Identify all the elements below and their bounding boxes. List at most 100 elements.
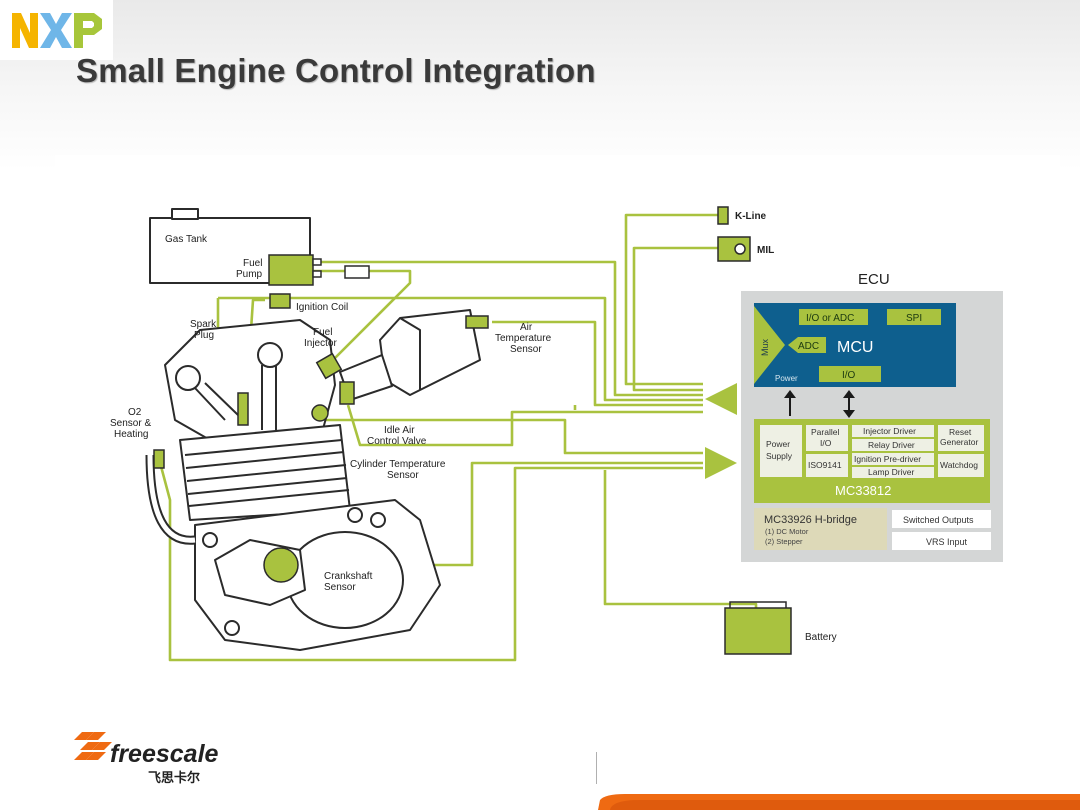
reset-generator-label-1: Reset [949,427,972,437]
injector-driver-label: Injector Driver [863,426,916,436]
label-fuel-pump-2: Pump [236,269,263,280]
air-box-edge [399,317,421,390]
valves [194,365,277,430]
label-fuel-injector-1: Fuel [313,327,332,338]
mcu-mc33812-arrows [784,390,855,418]
mcu-power-label: Power [775,374,798,383]
label-gas-tank: Gas Tank [165,234,208,245]
wire-battery [603,470,758,608]
wire-o2 [156,454,703,662]
label-crankshaft-2: Sensor [324,582,356,593]
mcu-io-box [819,366,881,382]
crankshaft-sensor [263,547,299,583]
wire-k-line [624,213,718,386]
freescale-wordmark: freescale [110,740,219,768]
power-supply-label-2: Supply [766,451,793,461]
mc33812-label: MC33812 [835,483,891,498]
o2-sensor [153,449,165,469]
lamp-driver-label: Lamp Driver [868,467,914,477]
ecu-input-arrow-upper [705,383,737,415]
battery-body [724,607,792,655]
vrs-input-label: VRS Input [926,537,968,547]
engine-components [153,254,489,583]
parallel-io-cell [806,425,848,451]
label-o2-1: O2 [128,407,142,418]
label-o2-3: Heating [114,429,148,440]
mux-label: Mux [760,338,770,356]
exhaust-pipe-inner [147,454,196,543]
ecu-title: ECU [858,271,890,288]
label-cyl-temp-1: Cylinder Temperature [350,459,446,470]
label-air-temp-1: Air [520,322,533,333]
io-arrow-head-up [843,390,855,398]
ignition-predriver-label: Ignition Pre-driver [854,454,921,464]
io-adc-box [799,309,868,325]
switched-outputs-label: Switched Outputs [903,515,974,525]
power-supply-label-1: Power [766,439,790,449]
parallel-io-label-1: Parallel [811,427,839,437]
io-adc-label: I/O or ADC [806,313,854,324]
fuel-pump-port-1 [312,258,322,266]
hbridge-stepper: (2) Stepper [765,537,803,546]
idle-air-valve [339,381,355,405]
hbridge-dc-motor: (1) DC Motor [765,527,809,536]
freescale-chevrons [74,732,112,760]
label-fuel-injector-2: Injector [304,338,337,349]
bolt-4 [370,512,386,528]
label-cyl-temp-2: Sensor [387,470,419,481]
spi-box [887,309,941,325]
mc33812-cells [760,425,984,478]
engine-illustration [145,208,481,651]
fuel-pump-port-2 [312,270,322,278]
label-o2-2: Sensor & [110,418,151,429]
battery-top [729,601,787,608]
ecu-input-arrow-lower [705,447,737,479]
mil-lamp-bulb [734,243,746,255]
wire-fuel-pump [320,260,703,397]
spark-plug [237,392,249,426]
bolt-1 [202,532,218,548]
mc33812-labels: Power Supply Parallel I/O ISO9141 Inject… [766,426,978,477]
rocker-left [175,365,201,391]
hbridge-block [754,508,887,550]
label-air-temp-3: Sensor [510,344,542,355]
label-spark-plug-1: Spark [190,319,217,330]
watchdog-cell [938,454,984,477]
iso9141-label: ISO9141 [808,460,842,470]
nxp-logo-mark [12,13,102,48]
wire-air-temp [492,320,703,407]
fuel-injector [315,352,343,380]
label-battery: Battery [805,632,837,643]
fuel-pump [268,254,314,286]
mux-triangle [754,306,785,384]
vrs-input-box [892,532,991,550]
mcu-io-label: I/O [842,370,856,381]
reset-generator-cell [938,425,984,451]
power-arrow-head [784,390,796,398]
air-box [379,309,481,396]
cylinder-temp-sensor [311,404,329,422]
label-spark-plug-2: Plug [194,330,214,341]
label-mil: MIL [757,245,774,256]
parallel-io-label-2: I/O [820,438,832,448]
wire-ignition-coil [218,296,703,402]
wire-idle-air [346,404,703,447]
cylinder-head [164,319,336,441]
bolt-2 [224,620,240,636]
ecu: ECU Mux I/O or ADC SPI ADC MCU Power I/O [705,271,1003,562]
engine-labels: Gas Tank Fuel Pump Ignition Coil Spark P… [110,211,837,643]
label-idle-air-1: Idle Air [384,425,415,436]
gas-tank-cap [171,208,199,220]
label-crankshaft-1: Crankshaft [324,571,373,582]
hbridge-label: MC33926 H-bridge [764,514,857,526]
fuel-filter [344,265,370,279]
ignition-coil [269,293,291,309]
cooling-fins [184,439,350,507]
wire-mil [632,246,718,392]
ignition-predriver-cell [852,453,934,465]
adc-arrow [788,337,826,353]
switched-outputs-box [892,510,991,528]
freescale-logo: freescale 飞思卡尔 [72,722,242,792]
label-fuel-pump-1: Fuel [243,258,262,269]
